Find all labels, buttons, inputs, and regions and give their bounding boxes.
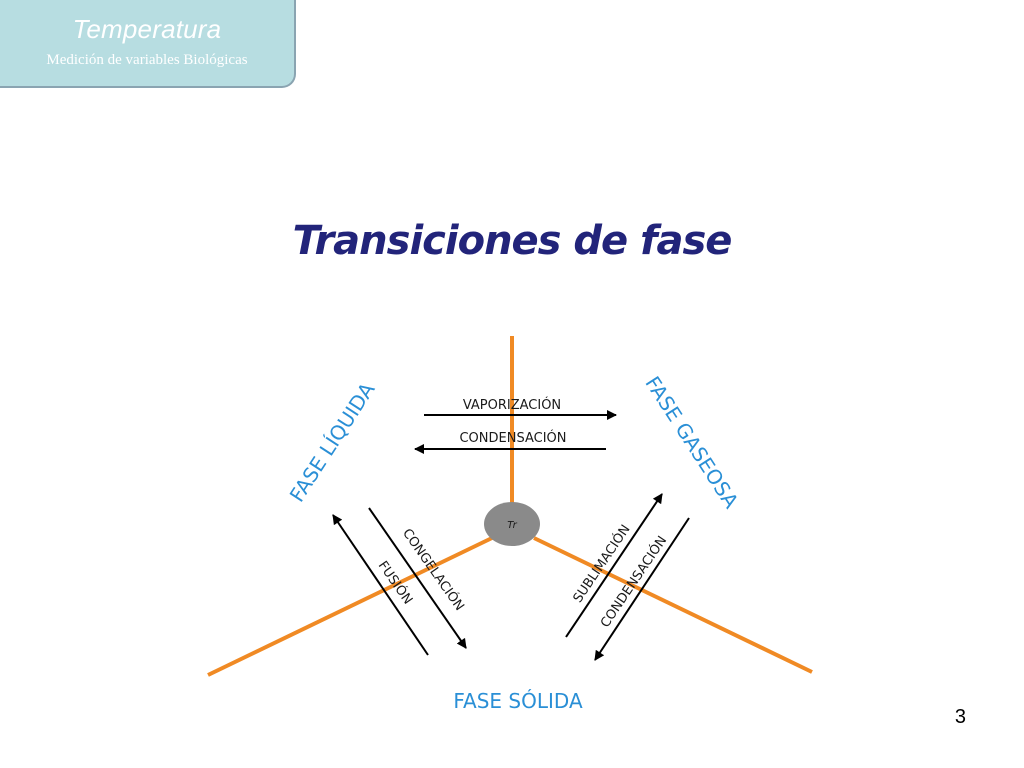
boundary-line-left xyxy=(207,536,493,677)
triple-point-label: Tr xyxy=(507,520,517,531)
freezing-arrow xyxy=(368,507,467,649)
boundary-line-right xyxy=(533,536,813,674)
page-number: 3 xyxy=(954,706,966,728)
vaporization-label: VAPORIZACIÓN xyxy=(463,397,561,413)
sublimation-arrow xyxy=(565,493,663,638)
condensation-right-arrow xyxy=(594,517,690,661)
condensation-top-label: CONDENSACIÓN xyxy=(459,430,566,446)
header-box: Temperatura Medición de variables Biológ… xyxy=(0,0,296,88)
header-title: Temperatura xyxy=(72,14,222,44)
slide-title: Transiciones de fase xyxy=(292,218,733,264)
header-subtitle: Medición de variables Biológicas xyxy=(46,52,248,68)
fusion-arrow xyxy=(332,514,429,656)
triple-point-ellipse xyxy=(484,502,540,546)
phase-label-solid: FASE SÓLIDA xyxy=(453,689,583,713)
phase-label-liquid: FASE LÍQUIDA xyxy=(285,378,380,506)
phase-label-gas: FASE GASEOSA xyxy=(640,372,743,513)
